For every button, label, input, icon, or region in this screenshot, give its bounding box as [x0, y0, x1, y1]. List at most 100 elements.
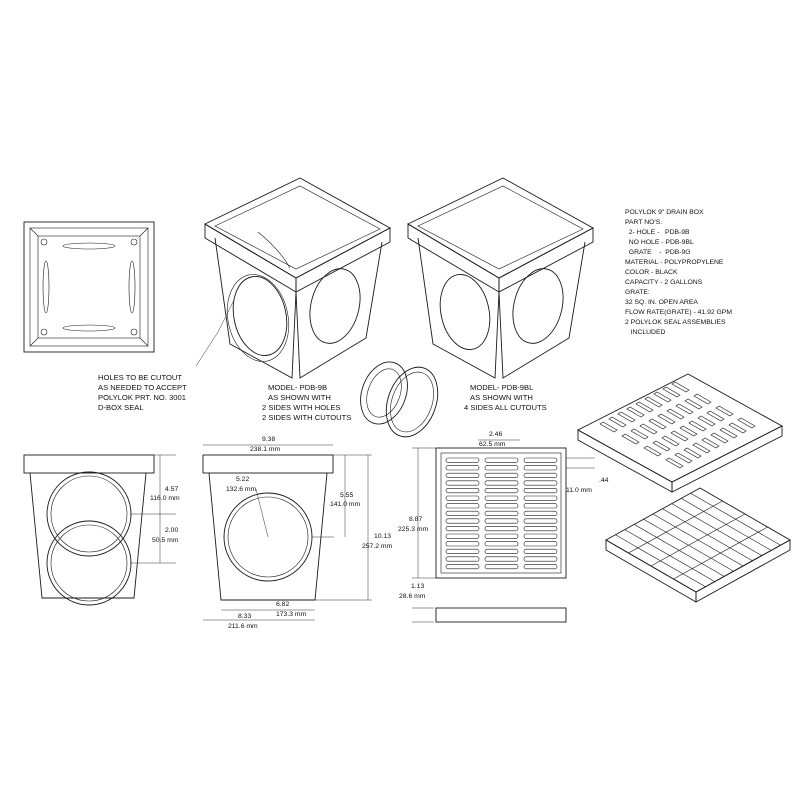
grate-iso-slot	[719, 427, 738, 439]
grate-slot	[445, 480, 480, 486]
grate-slot	[484, 556, 519, 562]
dim-value: 62.5 mm	[479, 441, 506, 448]
grate-slot	[445, 503, 480, 509]
model-line: 2 SIDES WITH HOLES	[262, 403, 341, 412]
grate-iso-slot	[710, 432, 729, 444]
grate-slot	[484, 518, 519, 524]
spec-line: FLOW RATE(GRATE) - 41.92 GPM	[625, 309, 732, 316]
grate-iso-slot	[661, 435, 680, 447]
note-line: POLYLOK PRT. NO. 3001	[98, 393, 186, 402]
dim-value: 2.46	[489, 431, 502, 438]
grate-slot	[445, 488, 480, 494]
grate-slot	[523, 556, 558, 562]
grate-slot	[523, 510, 558, 516]
grate-plan-view	[412, 439, 595, 623]
note-line: D-BOX SEAL	[98, 403, 144, 412]
grate-slot	[445, 526, 480, 532]
grate-iso-slot	[652, 440, 671, 452]
grate-iso-slot	[666, 408, 685, 420]
model-line: 4 SIDES ALL CUTOUTS	[464, 403, 547, 412]
grate-slot	[445, 548, 480, 554]
dim-value: 173.3 mm	[276, 611, 307, 618]
grate-slot	[445, 518, 480, 524]
grate-slot	[445, 495, 480, 501]
grate-slot	[523, 518, 558, 524]
grate-iso-slot	[693, 393, 712, 405]
grate-iso-slot	[706, 410, 725, 422]
grate-iso-slot	[692, 442, 711, 454]
dim-value: 28.6 mm	[399, 593, 426, 600]
grate-iso-slot	[728, 422, 747, 434]
grate-iso-top	[577, 373, 783, 493]
spec-line: PART NO'S.	[625, 219, 662, 226]
note-line: HOLES TO BE CUTOUT	[98, 373, 182, 382]
dim-value: 2.00	[165, 527, 178, 534]
grate-slot	[445, 510, 480, 516]
side-view-left	[23, 454, 176, 606]
spec-line: POLYLOK 9" DRAIN BOX	[625, 209, 704, 216]
model-line: AS SHOWN WITH	[268, 393, 331, 402]
spec-line: GRATE - PDB-9G	[625, 249, 691, 256]
grate-iso-slot	[621, 433, 640, 445]
spec-line: 2 POLYLOK SEAL ASSEMBLIES	[625, 319, 726, 326]
grate-slot	[445, 472, 480, 478]
grate-slot	[484, 488, 519, 494]
spec-line: GRATE:	[625, 289, 650, 296]
spec-line: INCLUDED	[625, 329, 666, 336]
spec-line: CAPACITY - 2 GALLONS	[625, 279, 703, 286]
note-line: AS NEEDED TO ACCEPT	[98, 383, 187, 392]
grate-slot	[523, 472, 558, 478]
grate-slot	[484, 465, 519, 471]
grate-slot	[523, 541, 558, 547]
grate-iso-slot	[643, 445, 662, 457]
dim-value: 8.33	[238, 613, 251, 620]
grate-slot	[484, 526, 519, 532]
grate-slot	[484, 503, 519, 509]
grate-iso-slot	[674, 452, 693, 464]
grate-iso-slot	[665, 457, 684, 469]
model-9b-label: MODEL- PDB-9B AS SHOWN WITH 2 SIDES WITH…	[262, 383, 351, 422]
grate-iso-slot	[688, 420, 707, 432]
grate-slot	[445, 533, 480, 539]
grate-iso-slot	[670, 430, 689, 442]
grate-rib	[628, 500, 723, 554]
grate-iso-slot	[653, 391, 672, 403]
grate-iso-slot	[662, 386, 681, 398]
holes-note: HOLES TO BE CUTOUT AS NEEDED TO ACCEPT P…	[98, 373, 187, 412]
grate-slot	[523, 465, 558, 471]
dim-value: 11.0 mm	[566, 487, 592, 494]
grate-iso-slot	[599, 421, 618, 433]
grate-slot	[445, 556, 480, 562]
model-line: 2 SIDES WITH CUTOUTS	[262, 413, 351, 422]
seal-assembly	[360, 361, 439, 438]
grate-iso-slot	[617, 411, 636, 423]
dim-value: 1.13	[411, 583, 424, 590]
grate-iso-slot	[675, 403, 694, 415]
grate-iso-slot	[657, 413, 676, 425]
spec-line: 2- HOLE - PDB-9B	[625, 229, 690, 236]
grate-slot	[523, 548, 558, 554]
grate-iso-slot	[644, 396, 663, 408]
side-view-center	[202, 444, 372, 621]
grate-slot	[484, 548, 519, 554]
grate-iso-slot	[648, 418, 667, 430]
grate-slot	[484, 564, 519, 570]
grate-slot	[523, 503, 558, 509]
grate-slot	[484, 495, 519, 501]
iso-box-9bl	[407, 177, 594, 379]
model-line: AS SHOWN WITH	[470, 393, 533, 402]
grate-slot	[445, 457, 480, 463]
grate-slot	[484, 510, 519, 516]
grate-slot	[523, 526, 558, 532]
grate-slot	[523, 480, 558, 486]
dim-value: 9.38	[262, 436, 275, 443]
grate-iso-slot	[679, 425, 698, 437]
dim-value: 225.3 mm	[398, 526, 429, 533]
grate-iso-slot	[701, 437, 720, 449]
spec-line: COLOR - BLACK	[625, 269, 678, 276]
grate-iso-bottom	[605, 487, 791, 603]
dim-value: 5.55	[340, 492, 353, 499]
grate-slot	[523, 457, 558, 463]
dim-value: 141.0 mm	[330, 501, 361, 508]
